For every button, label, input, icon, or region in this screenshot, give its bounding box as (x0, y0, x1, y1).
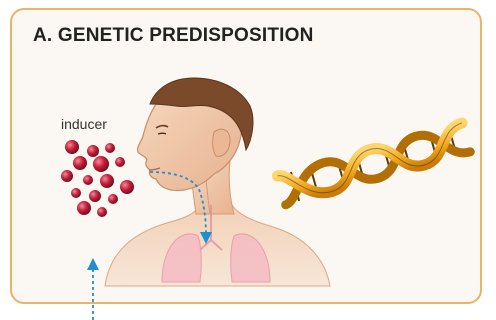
dna-helix-icon (277, 123, 470, 205)
panel-title: A. GENETIC PREDISPOSITION (33, 25, 314, 47)
inducer-label: inducer (61, 116, 107, 132)
inducer-particles-icon (61, 140, 134, 217)
human-head-icon (138, 78, 253, 191)
